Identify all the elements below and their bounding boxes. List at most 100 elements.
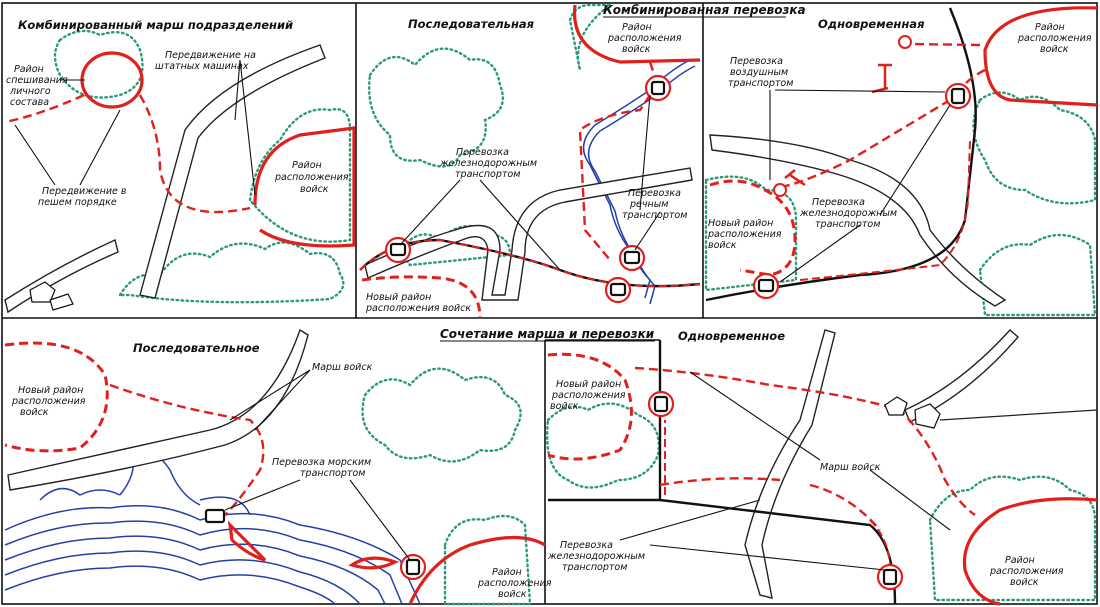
transport-icon bbox=[757, 278, 775, 293]
panel-simultaneous-combination: Одновременное Новый район расположения в… bbox=[546, 329, 1098, 606]
leader-lines bbox=[224, 369, 411, 561]
label: пешем порядке bbox=[38, 197, 117, 208]
aircraft-icon bbox=[784, 169, 806, 187]
label: Новый район bbox=[708, 218, 773, 229]
road bbox=[7, 328, 309, 491]
road bbox=[904, 329, 1019, 423]
label: Марш войск bbox=[312, 362, 373, 373]
transport-icon bbox=[389, 242, 407, 257]
leader-lines bbox=[14, 59, 256, 196]
label: Новый район bbox=[556, 379, 621, 390]
march-route bbox=[774, 98, 951, 190]
forest-area bbox=[978, 233, 1097, 317]
label: Район bbox=[1035, 22, 1065, 33]
section-header: Сочетание марша и перевозки bbox=[440, 327, 655, 341]
label: войск bbox=[708, 240, 737, 251]
label: речным bbox=[629, 199, 668, 210]
label: расположения bbox=[274, 172, 349, 183]
village-icon bbox=[914, 403, 941, 429]
road-line bbox=[939, 409, 1098, 421]
road bbox=[139, 44, 326, 299]
new-area bbox=[547, 352, 633, 461]
leader-lines bbox=[769, 89, 951, 283]
march-route bbox=[578, 94, 651, 261]
label: войск bbox=[498, 589, 527, 600]
rail-route bbox=[799, 139, 971, 281]
road bbox=[364, 167, 693, 301]
panel-title: Последовательное bbox=[133, 341, 260, 355]
panel-sequential-combination: Последовательное Новый район расположени… bbox=[4, 328, 552, 606]
label: состава bbox=[10, 97, 49, 108]
label: транспортом bbox=[562, 562, 627, 573]
label: расположения bbox=[477, 578, 552, 589]
label: Новый район bbox=[366, 292, 431, 303]
label: Передвижение в bbox=[42, 186, 127, 197]
label: транспортом bbox=[455, 169, 520, 180]
label: расположения войск bbox=[365, 303, 471, 314]
label: железнодорожным bbox=[439, 158, 537, 169]
label: транспортом bbox=[728, 78, 793, 89]
village-icon bbox=[29, 281, 56, 303]
new-area bbox=[4, 341, 109, 453]
transport-icon bbox=[950, 87, 966, 105]
troops-area bbox=[408, 535, 546, 605]
transport-icon bbox=[609, 282, 627, 297]
panel-sequential-transport: Последовательная Район расположения войс… bbox=[359, 3, 701, 319]
forest-area bbox=[443, 514, 532, 606]
label: штатных машинах bbox=[155, 61, 249, 72]
leader-lines bbox=[399, 94, 661, 271]
troops-area bbox=[253, 126, 356, 248]
forest-area bbox=[368, 47, 505, 168]
transport-icon bbox=[650, 80, 666, 96]
panel-combined-march: Комбинированный марш подразделений Район… bbox=[4, 18, 356, 314]
troops-area bbox=[962, 497, 1098, 606]
forest-area bbox=[361, 367, 522, 463]
sea-route bbox=[348, 556, 400, 570]
label: расположения bbox=[607, 33, 682, 44]
label: расположения bbox=[11, 396, 86, 407]
forest-area bbox=[928, 475, 1097, 602]
forest-area bbox=[704, 175, 798, 292]
label: личного bbox=[9, 86, 51, 97]
label: расположения bbox=[1017, 33, 1092, 44]
label: Перевозка bbox=[560, 540, 613, 551]
march-route bbox=[809, 483, 881, 531]
transport-icon bbox=[204, 508, 226, 524]
label: Район bbox=[1005, 555, 1035, 566]
label: Перевозка bbox=[628, 188, 681, 199]
march-route bbox=[909, 42, 981, 47]
march-route bbox=[659, 477, 781, 487]
label: Передвижение на bbox=[165, 50, 256, 61]
road bbox=[744, 329, 836, 599]
airfield-icon bbox=[898, 35, 912, 49]
label: воздушным bbox=[730, 67, 788, 78]
forest-area bbox=[972, 91, 1097, 205]
label: Перевозка bbox=[730, 56, 783, 67]
label: войск bbox=[622, 44, 651, 55]
forest-area bbox=[117, 241, 345, 304]
forest-area bbox=[53, 29, 144, 99]
label: Район bbox=[14, 64, 44, 75]
sea-route bbox=[227, 520, 267, 562]
transport-icon bbox=[653, 395, 669, 413]
troops-area bbox=[983, 6, 1098, 107]
transport-icon bbox=[623, 250, 641, 265]
transport-icon bbox=[882, 568, 898, 586]
label: Район bbox=[492, 567, 522, 578]
label: спешивания bbox=[6, 75, 68, 86]
forest-area bbox=[546, 402, 660, 489]
label: войск bbox=[1010, 577, 1039, 588]
panel-title: Одновременное bbox=[678, 329, 785, 343]
dismount-area bbox=[80, 51, 144, 109]
panel-title: Последовательная bbox=[408, 17, 535, 31]
panel-simultaneous-transport: Одновременная Район расположения войск П… bbox=[704, 6, 1098, 317]
label: транспортом bbox=[815, 219, 880, 230]
section-header: Комбинированная перевозка bbox=[603, 3, 806, 17]
troops-area bbox=[572, 4, 701, 64]
label: войск bbox=[550, 401, 579, 412]
label: транспортом bbox=[300, 468, 365, 479]
panel-title: Комбинированный марш подразделений bbox=[18, 18, 293, 32]
label: железнодорожным bbox=[547, 551, 645, 562]
march-route bbox=[634, 366, 976, 516]
